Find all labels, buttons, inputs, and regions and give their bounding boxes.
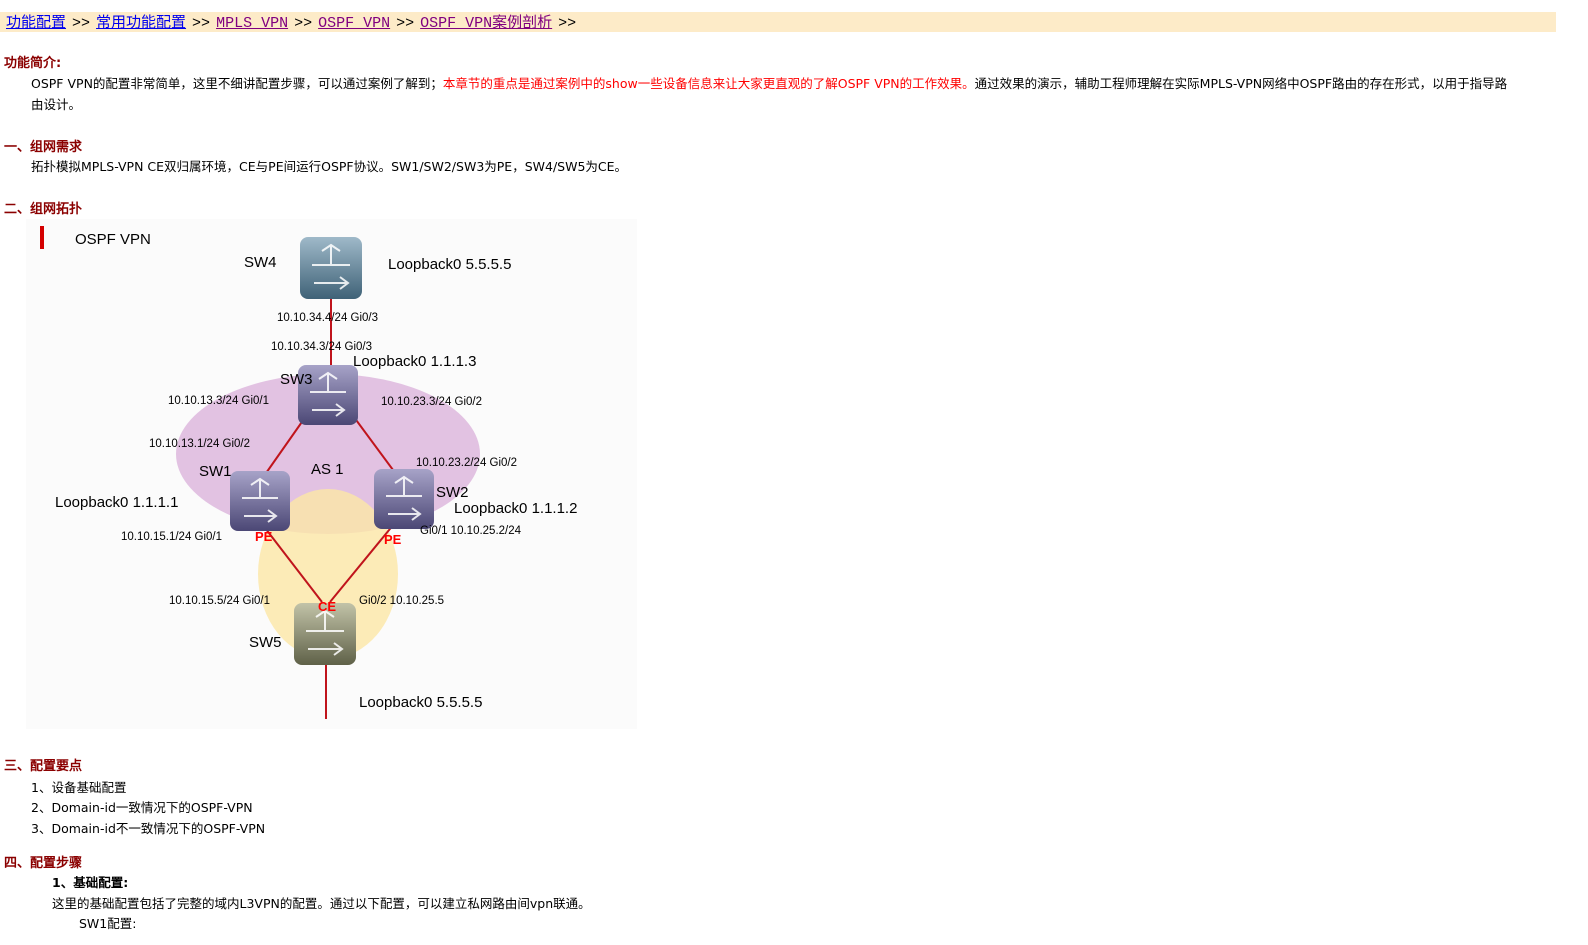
ce-region — [258, 489, 398, 659]
section4-subtitle: 1、基础配置: — [52, 875, 129, 890]
link-sw2-sw5 — [329, 523, 395, 603]
list-item: 1、设备基础配置 — [31, 780, 127, 795]
link-15b-label: 10.10.15.5/24 Gi0/1 — [169, 595, 271, 607]
sw5-label: SW5 — [249, 634, 282, 651]
intro-text-b: 通过效果的演示，辅助工程师理解在实际MPLS-VPN网络中OSPF路由的存在形式… — [974, 76, 1508, 91]
intro-text-highlight: 本章节的重点是通过案例中的show一些设备信息来让大家更直观的了解OSPF VP… — [442, 76, 975, 91]
breadcrumb-separator: >> — [294, 15, 313, 32]
sw5-switch-icon — [294, 603, 356, 665]
sw2-label: SW2 — [436, 484, 469, 501]
link-25a-label: Gi0/1 10.10.25.2/24 — [420, 525, 522, 537]
link-sw1-sw5 — [261, 523, 323, 603]
section4-title: 四、配置步骤 — [4, 856, 83, 871]
section2-title: 二、组网拓扑 — [4, 202, 83, 217]
topology-graphic — [40, 226, 480, 719]
sw4-switch-icon — [300, 237, 362, 299]
header-accent-bar — [40, 226, 44, 249]
link-23a-label: 10.10.23.3/24 Gi0/2 — [381, 396, 483, 408]
link-34b-label: 10.10.34.3/24 Gi0/3 — [271, 341, 373, 353]
sw3-loopback-label: Loopback0 1.1.1.3 — [353, 353, 477, 370]
sw1-loopback-label: Loopback0 1.1.1.1 — [55, 494, 179, 511]
breadcrumb-link-feature-config[interactable]: 功能配置 — [6, 13, 67, 31]
sw4-label: SW4 — [244, 254, 277, 271]
section1-text: 拓扑模拟MPLS-VPN CE双归属环境，CE与PE间运行OSPF协议。SW1/… — [31, 159, 628, 174]
intro-paragraph: OSPF VPN的配置非常简单，这里不细讲配置步骤，可以通过案例了解到；本章节的… — [31, 73, 1507, 94]
topology-header: OSPF VPN — [75, 231, 151, 248]
as1-label: AS 1 — [311, 461, 344, 478]
list-item: 3、Domain-id不一致情况下的OSPF-VPN — [31, 821, 266, 836]
link-15a-label: 10.10.15.1/24 Gi0/1 — [121, 531, 223, 543]
sw4-loopback-label: Loopback0 5.5.5.5 — [388, 256, 512, 273]
breadcrumb-link-mpls-vpn[interactable]: MPLS VPN — [216, 15, 289, 32]
list-item: 2、Domain-id一致情况下的OSPF-VPN — [31, 800, 253, 815]
section1-title: 一、组网需求 — [4, 140, 83, 155]
link-23b-label: 10.10.23.2/24 Gi0/2 — [416, 457, 518, 469]
link-13b-label: 10.10.13.1/24 Gi0/2 — [149, 438, 251, 450]
link-13a-label: 10.10.13.3/24 Gi0/1 — [168, 395, 270, 407]
section4-text: 这里的基础配置包括了完整的域内L3VPN的配置。通过以下配置，可以建立私网路由间… — [52, 896, 591, 911]
sw1-label: SW1 — [199, 463, 232, 480]
intro-title: 功能简介: — [4, 56, 62, 71]
topology-diagram: OSPF VPN SW4 Loopback0 5.5.5.5 10.10.34.… — [26, 219, 637, 729]
pe1-role-label: PE — [255, 529, 273, 544]
breadcrumb-link-common-config[interactable]: 常用功能配置 — [96, 13, 187, 31]
sw5-loopback-label: Loopback0 5.5.5.5 — [359, 694, 483, 711]
sw2-switch-icon — [374, 469, 434, 529]
sw3-label: SW3 — [280, 371, 313, 388]
ce-role-label: CE — [318, 599, 337, 614]
link-34a-label: 10.10.34.4/24 Gi0/3 — [277, 312, 379, 324]
breadcrumb-trailing: >> — [558, 15, 577, 32]
sw1-switch-icon — [230, 471, 290, 531]
section3-title: 三、配置要点 — [4, 759, 83, 774]
pe2-role-label: PE — [384, 532, 402, 547]
intro-text-a: OSPF VPN的配置非常简单，这里不细讲配置步骤，可以通过案例了解到； — [31, 76, 443, 91]
breadcrumb-separator: >> — [72, 15, 91, 32]
sw1-config-label: SW1配置: — [79, 916, 137, 931]
breadcrumb-separator: >> — [192, 15, 211, 32]
sw3-switch-icon — [298, 365, 358, 425]
breadcrumb: 功能配置 >> 常用功能配置 >> MPLS VPN >> OSPF VPN >> OSPF V… — [0, 12, 1556, 32]
link-25b-label: Gi0/2 10.10.25.5 — [359, 595, 445, 607]
breadcrumb-link-ospf-vpn[interactable]: OSPF VPN — [318, 15, 391, 32]
breadcrumb-link-ospf-vpn-case[interactable]: OSPF VPN案例剖析 — [420, 15, 553, 32]
breadcrumb-separator: >> — [396, 15, 415, 32]
intro-text-c: 由设计。 — [31, 97, 82, 112]
sw2-loopback-label: Loopback0 1.1.1.2 — [454, 500, 578, 517]
